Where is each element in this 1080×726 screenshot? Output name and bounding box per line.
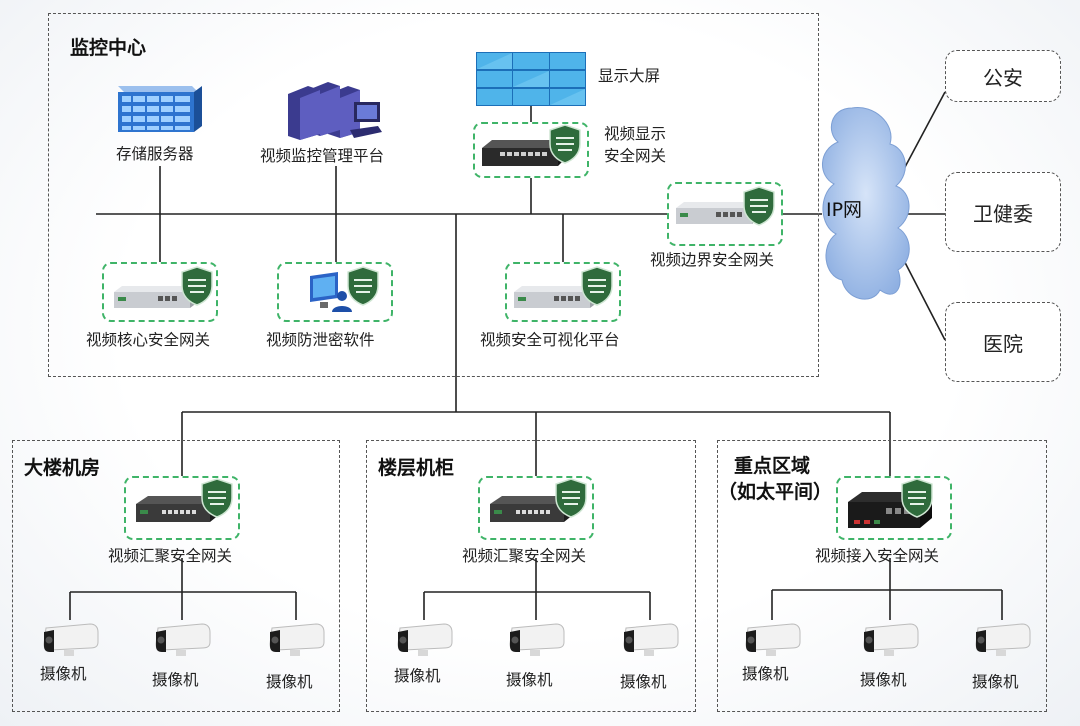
video-wall-icon	[476, 52, 586, 106]
camera-icon	[152, 620, 212, 664]
cloud-icon	[822, 107, 910, 300]
agg-gateway-building-label: 视频汇聚安全网关	[108, 547, 233, 565]
camera-icon	[394, 620, 454, 664]
monitor-user-icon	[310, 272, 352, 312]
storage-server-label: 存储服务器	[116, 145, 194, 163]
display-screen-label: 显示大屏	[598, 67, 661, 85]
server-rack-icon	[118, 86, 202, 132]
camera-label: 摄像机	[40, 665, 87, 683]
display-gateway-label-2: 安全网关	[604, 147, 667, 165]
camera-label: 摄像机	[506, 671, 553, 689]
camera-icon	[742, 620, 802, 664]
camera-label: 摄像机	[860, 671, 907, 689]
access-gateway-label: 视频接入安全网关	[815, 547, 940, 565]
leak-software-label: 视频防泄密软件	[266, 331, 375, 349]
shield-icon	[201, 478, 233, 518]
destination-hospital: 医院	[945, 302, 1061, 382]
camera-label: 摄像机	[972, 673, 1019, 691]
shield-icon	[181, 266, 213, 306]
zone-monitoring-center-title: 监控中心	[70, 37, 147, 59]
server-cluster-icon	[288, 82, 382, 140]
agg-gateway-floor-label: 视频汇聚安全网关	[462, 547, 587, 565]
camera-label: 摄像机	[152, 671, 199, 689]
zone-monitoring-center	[48, 13, 819, 377]
camera-icon	[506, 620, 566, 664]
camera-icon	[972, 620, 1032, 664]
camera-label: 摄像机	[394, 667, 441, 685]
shield-icon	[581, 266, 613, 306]
destination-health-commission: 卫健委	[945, 172, 1061, 252]
camera-icon	[620, 620, 680, 664]
border-gateway-label: 视频边界安全网关	[650, 251, 775, 269]
ip-network-label: IP网	[826, 199, 863, 221]
zone-floor-cabinet	[366, 440, 696, 712]
shield-icon	[347, 266, 379, 306]
core-gateway-label: 视频核心安全网关	[86, 331, 211, 349]
camera-icon	[266, 620, 326, 664]
vms-platform-label: 视频监控管理平台	[260, 147, 385, 165]
camera-label: 摄像机	[742, 665, 789, 683]
gateway-appliance-icon	[482, 140, 566, 166]
camera-label: 摄像机	[266, 673, 313, 691]
camera-label: 摄像机	[620, 673, 667, 691]
shield-icon	[555, 478, 587, 518]
zone-key-area	[717, 440, 1047, 712]
shield-icon	[901, 478, 933, 518]
display-gateway-label-1: 视频显示	[604, 125, 667, 143]
camera-icon	[860, 620, 920, 664]
camera-icon	[40, 620, 100, 664]
destination-police: 公安	[945, 50, 1061, 102]
shield-icon	[743, 186, 775, 226]
zone-key-area-title: 重点区域	[734, 455, 811, 477]
zone-building-room	[12, 440, 340, 712]
shield-icon	[549, 124, 581, 164]
zone-floor-cabinet-title: 楼层机柜	[378, 457, 455, 479]
zone-key-area-subtitle: （如太平间）	[718, 481, 833, 503]
visual-platform-label: 视频安全可视化平台	[480, 331, 620, 349]
zone-building-room-title: 大楼机房	[24, 457, 101, 479]
